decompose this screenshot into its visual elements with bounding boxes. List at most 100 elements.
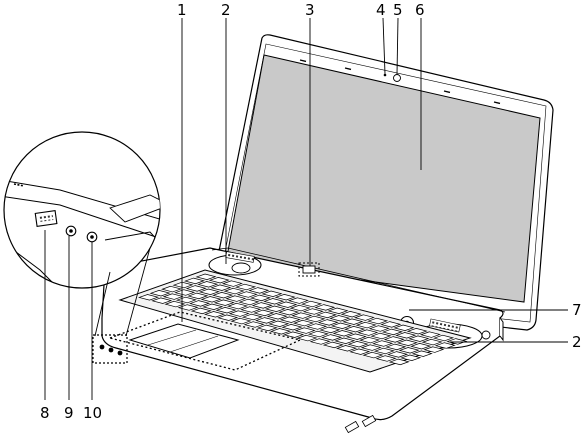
keyboard-key bbox=[151, 297, 173, 304]
keyboard-key bbox=[189, 300, 211, 307]
keyboard-key bbox=[161, 285, 182, 293]
keyboard-key bbox=[372, 340, 394, 347]
keyboard-key bbox=[319, 326, 341, 334]
callout-2-top: 2 bbox=[221, 1, 231, 19]
callout-8: 8 bbox=[40, 404, 50, 422]
keyboard-key bbox=[307, 330, 329, 338]
keyboard-key bbox=[198, 288, 220, 295]
keyboard-key bbox=[217, 314, 239, 321]
display-screen bbox=[225, 54, 541, 303]
base bbox=[92, 247, 506, 434]
keyboard-key bbox=[306, 323, 328, 330]
keyboard-key bbox=[342, 318, 364, 325]
keyboard-key bbox=[400, 354, 422, 361]
keyboard-key bbox=[396, 339, 418, 346]
keyboard-key bbox=[274, 294, 296, 301]
keyboard-key bbox=[368, 325, 390, 332]
keyboard-key bbox=[149, 290, 171, 297]
keyboard-key bbox=[360, 344, 382, 351]
keyboard-key bbox=[408, 335, 430, 342]
keyboard-key bbox=[204, 311, 225, 318]
keyboard-key bbox=[327, 307, 349, 314]
keyboard-key bbox=[382, 328, 403, 336]
keyboard-key bbox=[287, 297, 309, 304]
keyboard-key bbox=[387, 351, 409, 358]
keyboard-key bbox=[302, 308, 324, 315]
keyboard-key bbox=[213, 299, 235, 306]
keyboard-key bbox=[410, 343, 432, 350]
keyboard-key bbox=[293, 319, 314, 327]
keyboard-key bbox=[345, 333, 367, 340]
keyboard-key bbox=[255, 317, 277, 324]
keyboard-key bbox=[446, 338, 468, 345]
keyboard-key bbox=[357, 329, 379, 336]
keyboard-key bbox=[434, 342, 456, 349]
keyboard-key bbox=[212, 292, 234, 299]
keyboard-key bbox=[190, 307, 212, 315]
keyboard-key bbox=[235, 283, 257, 291]
keyboard-key bbox=[423, 346, 445, 353]
keyboard-key bbox=[250, 294, 271, 302]
keyboard-key bbox=[359, 336, 380, 344]
keyboard-key bbox=[373, 347, 395, 355]
keyboard-key bbox=[187, 292, 209, 300]
keyboard-key bbox=[421, 338, 443, 346]
keyboard-key bbox=[347, 341, 369, 348]
callout-2-right: 2 bbox=[572, 333, 582, 351]
keyboard-key bbox=[411, 350, 433, 357]
keyboard-key bbox=[200, 296, 222, 303]
keyboard-key bbox=[197, 281, 219, 288]
keyboard-key bbox=[223, 287, 245, 295]
keyboard-key bbox=[314, 304, 336, 311]
keyboard-key bbox=[230, 317, 252, 325]
keyboard-key bbox=[184, 277, 205, 285]
callout-5: 5 bbox=[393, 1, 403, 19]
callout-9: 9 bbox=[64, 404, 74, 422]
keyboard-key bbox=[380, 321, 402, 328]
wireless-indicator bbox=[302, 265, 316, 274]
keyboard-key bbox=[221, 280, 243, 287]
keyboard-key bbox=[248, 287, 270, 294]
keyboard-key bbox=[383, 336, 405, 343]
keyboard-key bbox=[253, 309, 275, 317]
callout-7: 7 bbox=[572, 301, 582, 319]
callout-10: 10 bbox=[83, 404, 102, 422]
keyboard-key bbox=[225, 295, 247, 302]
leader-lines bbox=[44, 17, 568, 400]
keyboard-key bbox=[185, 285, 207, 292]
keyboard-key bbox=[240, 306, 262, 313]
keyboard-key bbox=[228, 310, 250, 317]
keyboard-key bbox=[330, 322, 352, 329]
keyboard-key bbox=[281, 324, 303, 331]
keyboard-key bbox=[336, 345, 357, 352]
keyboard-key bbox=[210, 284, 232, 291]
keyboard-key bbox=[340, 311, 362, 318]
callout-3: 3 bbox=[305, 1, 315, 19]
keyboard-key bbox=[279, 316, 301, 323]
keyboard-key bbox=[353, 314, 375, 321]
keyboard-key bbox=[367, 317, 389, 325]
keyboard-key bbox=[322, 341, 344, 349]
keyboard-key bbox=[419, 331, 441, 338]
keyboard-key bbox=[256, 324, 278, 332]
keyboard-key bbox=[329, 315, 351, 322]
keyboard-key bbox=[316, 311, 337, 319]
callout-labels: 1 2 3 4 5 6 7 2 8 9 10 bbox=[40, 1, 582, 422]
keyboard-key bbox=[332, 330, 354, 337]
keyboard-key bbox=[398, 347, 420, 354]
webcam-icon bbox=[393, 74, 401, 82]
keyboard-key bbox=[291, 312, 313, 319]
keyboard-key bbox=[395, 332, 417, 339]
magnified-side-ports bbox=[3, 131, 161, 289]
keyboard-key bbox=[388, 358, 410, 366]
keyboard-key bbox=[317, 319, 339, 326]
keyboard-key bbox=[385, 343, 407, 351]
keyboard-key bbox=[309, 338, 331, 345]
keyboard-key bbox=[172, 281, 194, 289]
keyboard-key bbox=[243, 321, 265, 328]
keyboard-key bbox=[236, 291, 258, 298]
keyboard-key bbox=[370, 332, 392, 340]
keyboard-key bbox=[164, 300, 186, 308]
keyboard-key bbox=[138, 294, 159, 301]
